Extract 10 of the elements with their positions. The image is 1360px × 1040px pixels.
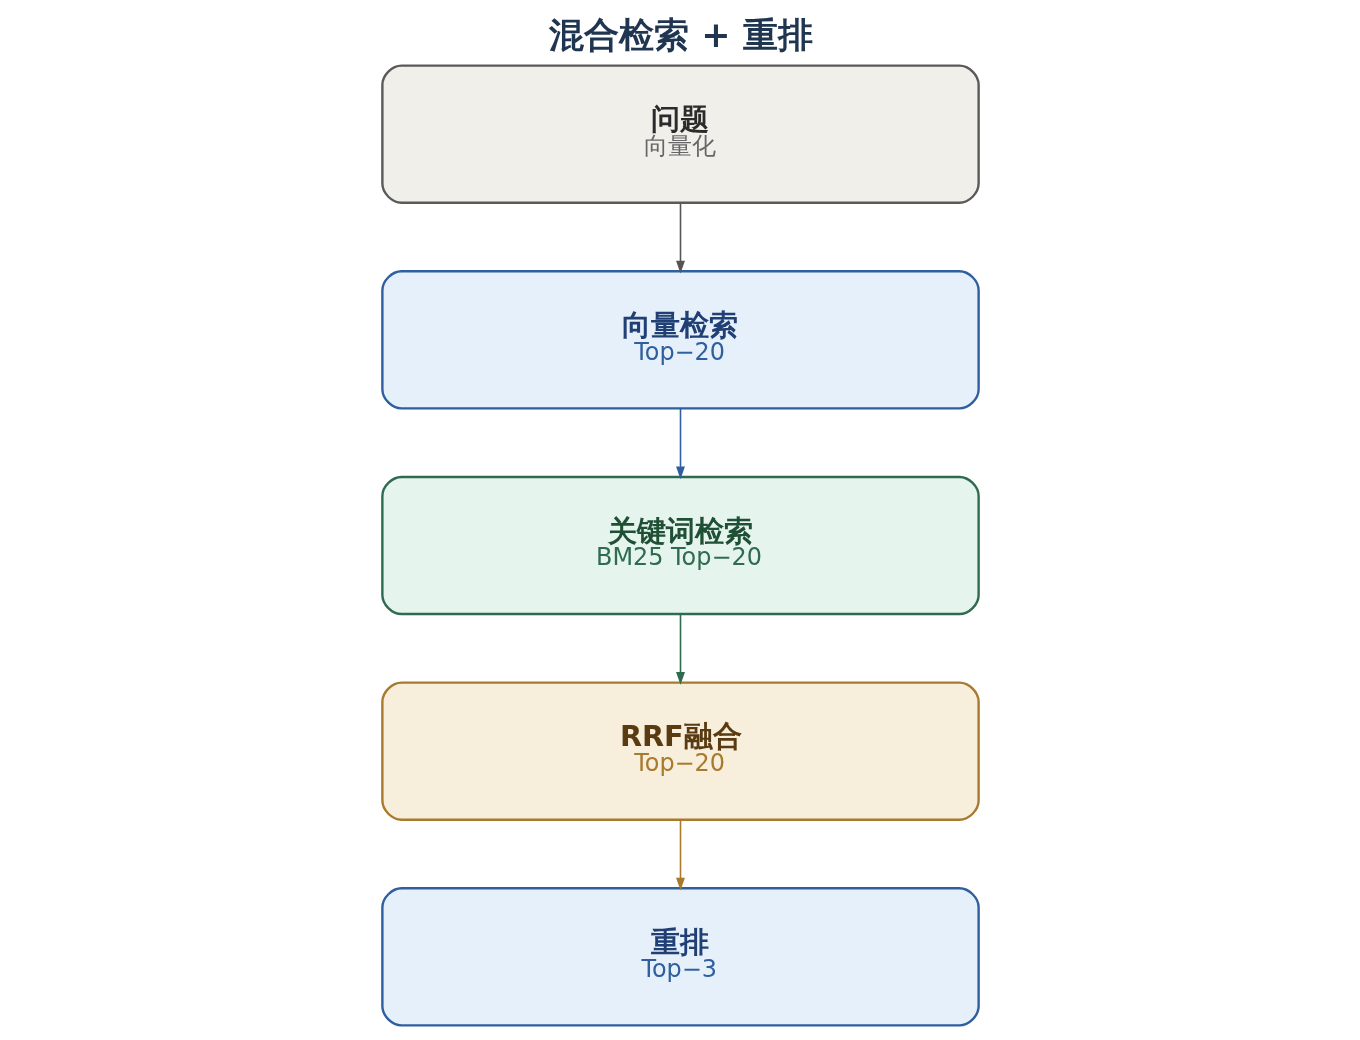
arrow bbox=[675, 613, 685, 685]
arrow bbox=[675, 819, 685, 891]
arrow bbox=[675, 408, 685, 480]
node-box: 关键词检索 BM25 Top−20 bbox=[380, 475, 980, 616]
node-box: 问题 向量化 bbox=[380, 64, 980, 204]
node-box: 向量检索 Top−20 bbox=[380, 270, 980, 410]
node-box: RRF融合 Top−20 bbox=[380, 681, 980, 821]
diagram-title: 混合检索 + 重排 bbox=[548, 14, 813, 56]
arrow bbox=[675, 202, 685, 274]
node-box: 重排 Top−3 bbox=[380, 887, 980, 1027]
